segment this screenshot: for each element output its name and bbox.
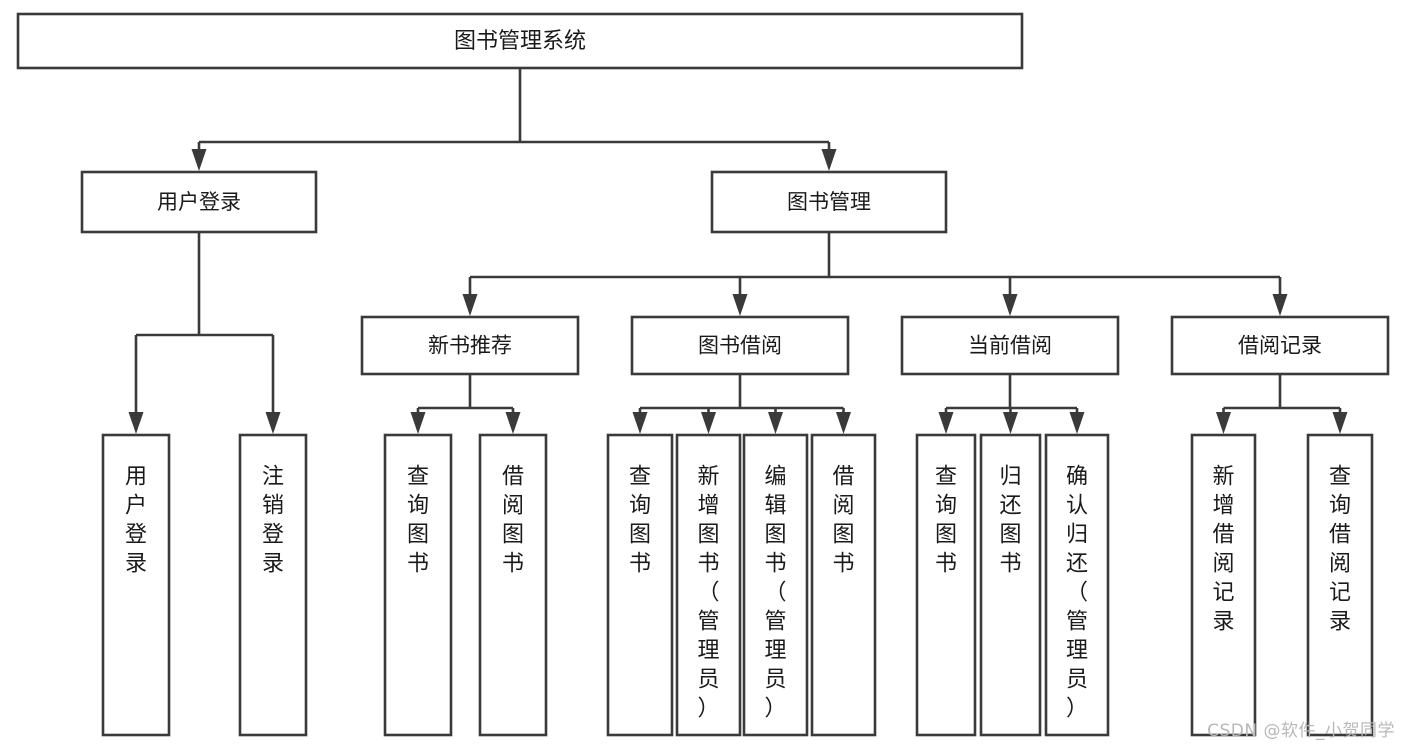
edge-arrowhead [632, 412, 648, 434]
node-leaf-c-return[interactable]: 归还图书 [979, 433, 1042, 737]
node-box [1306, 433, 1374, 737]
edge-arrowhead [1003, 412, 1018, 434]
node-label: 确认归还（管理员） [1066, 465, 1088, 722]
node-box [80, 170, 318, 234]
node-box [1190, 433, 1257, 737]
edge-group-l2_record [1216, 374, 1348, 434]
edge-arrowhead [701, 412, 716, 434]
node-leaf-b-lend[interactable]: 借阅图书 [810, 433, 877, 737]
edge-arrowhead [938, 412, 954, 434]
node-l2-record[interactable]: 借阅记录 [1170, 315, 1390, 376]
node-l2-current[interactable]: 当前借阅 [900, 315, 1120, 376]
edge-arrowhead [462, 294, 478, 316]
node-box [630, 315, 850, 376]
node-l1-user[interactable]: 用户登录 [80, 170, 318, 234]
node-box [606, 433, 674, 737]
node-label: 新增借阅记录 [1212, 465, 1234, 635]
node-box [1044, 433, 1110, 737]
nodes-layer: 图书管理系统用户登录图书管理新书推荐图书借阅当前借阅借阅记录用户登录注销登录查询… [16, 12, 1390, 737]
node-box [979, 433, 1042, 737]
node-box [1170, 315, 1390, 376]
edge-group-l1_book [462, 232, 1288, 316]
edge-arrowhead [1216, 412, 1231, 434]
node-label: 查询图书 [629, 465, 651, 577]
node-leaf-b-edit[interactable]: 编辑图书（管理员） [742, 433, 809, 737]
node-box [101, 433, 171, 737]
node-root[interactable]: 图书管理系统 [16, 12, 1024, 70]
edge-arrowhead [732, 294, 748, 316]
node-label: 图书管理系统 [454, 29, 586, 54]
node-label: 用户登录 [157, 190, 241, 214]
edge-arrowhead [1332, 412, 1348, 434]
edge-group-l2_borrow [632, 374, 851, 434]
node-label: 归还图书 [999, 465, 1021, 577]
node-leaf-user-logout[interactable]: 注销登录 [238, 433, 308, 737]
node-label: 图书借阅 [698, 334, 782, 358]
node-label: 编辑图书（管理员） [764, 465, 786, 722]
edge-arrowhead [1272, 294, 1288, 316]
edge-arrowhead [410, 412, 426, 434]
node-leaf-b-query[interactable]: 查询图书 [606, 433, 674, 737]
edge-arrowhead [265, 412, 281, 434]
node-box [810, 433, 877, 737]
node-box [238, 433, 308, 737]
node-label: 当前借阅 [968, 334, 1052, 358]
edge-arrowhead [191, 149, 207, 171]
node-leaf-user-login[interactable]: 用户登录 [101, 433, 171, 737]
node-leaf-b-add[interactable]: 新增图书（管理员） [675, 433, 742, 737]
node-label: 查询图书 [935, 465, 957, 577]
node-l2-new[interactable]: 新书推荐 [360, 315, 580, 376]
node-label: 注销登录 [262, 465, 284, 577]
edge-group-l2_current [938, 374, 1085, 434]
edges-layer [128, 68, 1348, 434]
node-box [742, 433, 809, 737]
node-leaf-r-add[interactable]: 新增借阅记录 [1190, 433, 1257, 737]
node-box [710, 170, 948, 234]
node-leaf-new-query[interactable]: 查询图书 [383, 433, 453, 737]
node-label: 查询借阅记录 [1329, 465, 1351, 635]
edge-arrowhead [128, 412, 144, 434]
node-box [383, 433, 453, 737]
node-leaf-c-confirm[interactable]: 确认归还（管理员） [1044, 433, 1110, 737]
node-label: 用户登录 [125, 465, 147, 577]
edge-arrowhead [768, 412, 783, 434]
node-box [675, 433, 742, 737]
node-leaf-r-query[interactable]: 查询借阅记录 [1306, 433, 1374, 737]
node-leaf-new-borrow[interactable]: 借阅图书 [478, 433, 548, 737]
node-label: 查询图书 [407, 465, 429, 577]
edge-group-l1_user [128, 232, 281, 434]
node-box [478, 433, 548, 737]
node-label: 借阅图书 [502, 465, 524, 577]
node-label: 新书推荐 [428, 334, 512, 358]
node-label: 借阅记录 [1238, 334, 1322, 358]
node-box [16, 12, 1024, 70]
edge-group-root [191, 68, 837, 171]
node-box [900, 315, 1120, 376]
edge-group-l2_new [410, 374, 521, 434]
edge-arrowhead [1002, 294, 1018, 316]
edge-arrowhead [836, 412, 851, 434]
edge-arrowhead [821, 149, 837, 171]
watermark-label: CSDN @软件_小贺同学 [1207, 721, 1395, 741]
edge-arrowhead [505, 412, 521, 434]
node-l1-book[interactable]: 图书管理 [710, 170, 948, 234]
node-label: 新增图书（管理员） [697, 465, 719, 722]
node-box [360, 315, 580, 376]
node-l2-borrow[interactable]: 图书借阅 [630, 315, 850, 376]
node-label: 图书管理 [787, 190, 871, 214]
edge-arrowhead [1069, 412, 1085, 434]
node-box [915, 433, 977, 737]
node-leaf-c-query[interactable]: 查询图书 [915, 433, 977, 737]
node-label: 借阅图书 [832, 465, 854, 577]
